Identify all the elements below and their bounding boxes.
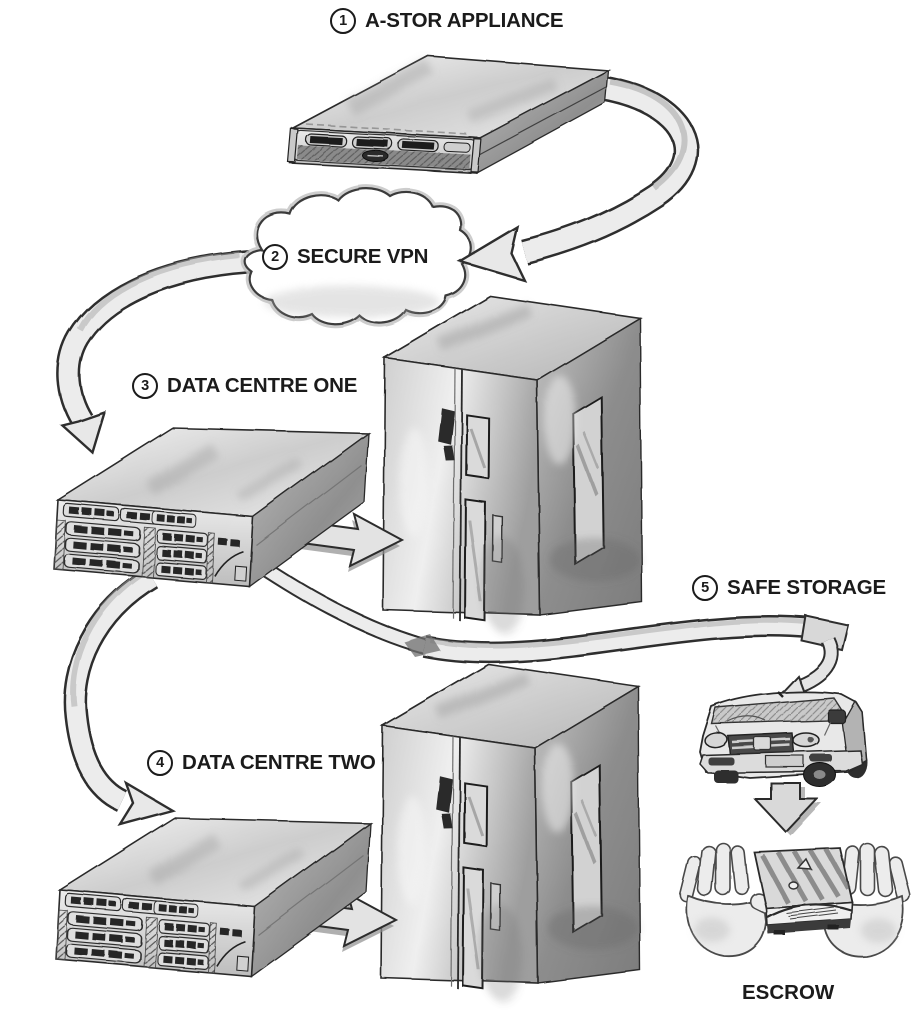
ribbon-twist-fold xyxy=(404,634,440,656)
datacentre-two-rack-illustration xyxy=(56,818,370,976)
step-label-safe-storage: 5 SAFE STORAGE xyxy=(692,575,886,601)
datacentre-one-cabinet-illustration xyxy=(383,296,642,637)
van-to-escrow-arrow xyxy=(752,782,822,836)
appliance-drive-slots xyxy=(305,133,471,153)
datacentre-one-rack-illustration xyxy=(54,428,368,586)
escrow-hands-illustration xyxy=(679,843,911,956)
step-label-data-centre-two: 4 DATA CENTRE TWO xyxy=(147,750,376,776)
escrow-label: ESCROW xyxy=(742,981,835,1004)
vpn-arrowhead xyxy=(457,224,527,282)
van-mirror xyxy=(827,709,846,724)
van-front-wheel-left xyxy=(714,770,738,783)
escrow-device xyxy=(752,847,854,935)
step-number-2: 2 xyxy=(262,244,288,270)
van-plate xyxy=(765,755,805,768)
datacentre-one-to-two-ribbon-arrow xyxy=(63,567,176,826)
vpn-to-datacentre-one-ribbon-arrow xyxy=(56,250,251,455)
step-number-3: 3 xyxy=(132,373,158,399)
step-number-5: 5 xyxy=(692,575,718,601)
step-label-text-4: DATA CENTRE TWO xyxy=(182,751,376,774)
datacentre-two-cabinet-illustration xyxy=(381,664,640,1005)
step-label-text-2: SECURE VPN xyxy=(297,245,429,268)
courier-van-illustration xyxy=(699,691,867,788)
van-headlight-right xyxy=(792,732,820,748)
secure-vpn-cloud xyxy=(241,184,475,329)
step-number-4: 4 xyxy=(147,750,173,776)
a-stor-appliance-illustration xyxy=(287,55,611,175)
step-label-text-5: SAFE STORAGE xyxy=(727,576,886,599)
step-label-data-centre-one: 3 DATA CENTRE ONE xyxy=(132,373,357,399)
step-label-text-3: DATA CENTRE ONE xyxy=(167,374,358,397)
van-badge xyxy=(753,736,772,751)
step-label-secure-vpn: 2 SECURE VPN xyxy=(262,244,428,270)
device-logo-triangle xyxy=(796,857,813,870)
appliance-to-vpn-ribbon-arrow xyxy=(520,75,699,265)
step-label-a-stor-appliance: 1 A-STOR APPLIANCE xyxy=(330,8,564,34)
step-number-1: 1 xyxy=(330,8,356,34)
van-headlight-left xyxy=(704,732,728,748)
step-label-text-1: A-STOR APPLIANCE xyxy=(365,9,564,32)
